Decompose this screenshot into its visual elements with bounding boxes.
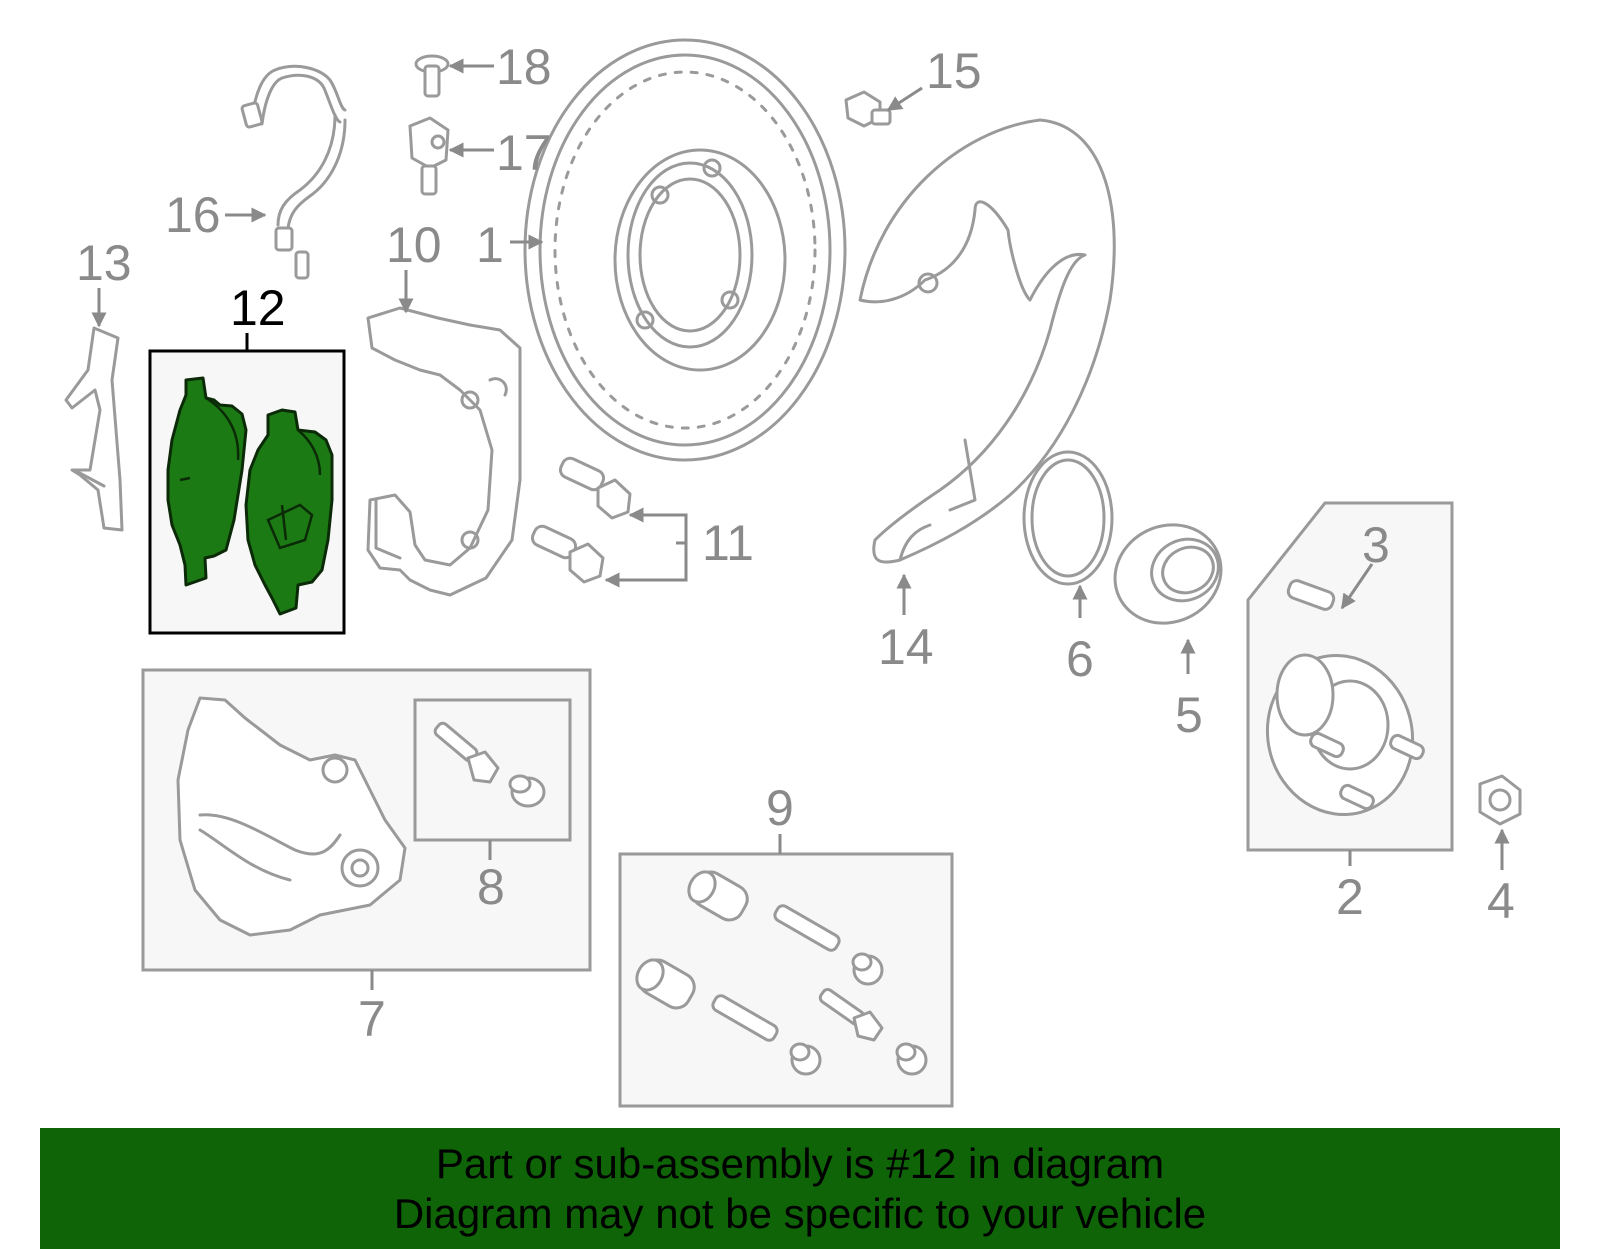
part-1-rotor[interactable]	[523, 38, 847, 462]
banner-line-2: Diagram may not be specific to your vehi…	[393, 1189, 1207, 1237]
callout-2: 2	[1336, 869, 1364, 925]
part-14-dust-shield[interactable]	[858, 118, 1116, 564]
callout-4: 4	[1487, 873, 1515, 929]
info-banner: Part or sub-assembly is #12 in diagram D…	[40, 1128, 1560, 1249]
part-11-bolts[interactable]	[530, 456, 632, 584]
callout-13: 13	[76, 235, 132, 291]
part-15-bolt[interactable]	[844, 90, 892, 128]
part-16-brake-hose[interactable]	[240, 64, 347, 280]
part-18-bolt[interactable]	[414, 54, 450, 98]
part-7-caliper-group[interactable]	[141, 668, 592, 972]
banner-line-1: Part or sub-assembly is #12 in diagram	[435, 1139, 1165, 1187]
callout-1: 1	[476, 217, 504, 273]
callout-14: 14	[878, 619, 934, 675]
part-13-clip[interactable]	[64, 326, 124, 532]
callout-10: 10	[386, 217, 442, 273]
part-2-hub-group[interactable]	[1246, 501, 1454, 852]
callout-labels: 1 2 3 4 5 6 7 8 9 10 11 12 13 14 15 16 1…	[76, 39, 1515, 1047]
part-9-slide-pin-kit-group[interactable]	[618, 852, 954, 1108]
callout-9: 9	[766, 780, 794, 836]
part-6-snap-ring[interactable]	[1022, 450, 1114, 586]
callout-3: 3	[1362, 517, 1390, 573]
callout-6: 6	[1066, 631, 1094, 687]
callout-5: 5	[1175, 687, 1203, 743]
callout-18: 18	[496, 39, 552, 95]
part-12-brake-pads-group[interactable]	[148, 349, 346, 635]
callout-15: 15	[926, 43, 982, 99]
callout-8: 8	[477, 859, 505, 915]
part-10-caliper-bracket[interactable]	[366, 306, 522, 597]
part-4-hub-nut[interactable]	[1478, 774, 1522, 826]
leader-lines	[91, 58, 1510, 990]
callout-16: 16	[165, 187, 221, 243]
inner-brake-pad	[166, 376, 248, 587]
callout-17: 17	[496, 125, 552, 181]
callout-11: 11	[702, 515, 754, 571]
part-17-sensor[interactable]	[408, 116, 450, 196]
callout-7: 7	[358, 991, 386, 1047]
outer-brake-pad	[244, 408, 334, 616]
part-5-wheel-bearing[interactable]	[1099, 508, 1237, 641]
callout-12: 12	[230, 280, 286, 336]
